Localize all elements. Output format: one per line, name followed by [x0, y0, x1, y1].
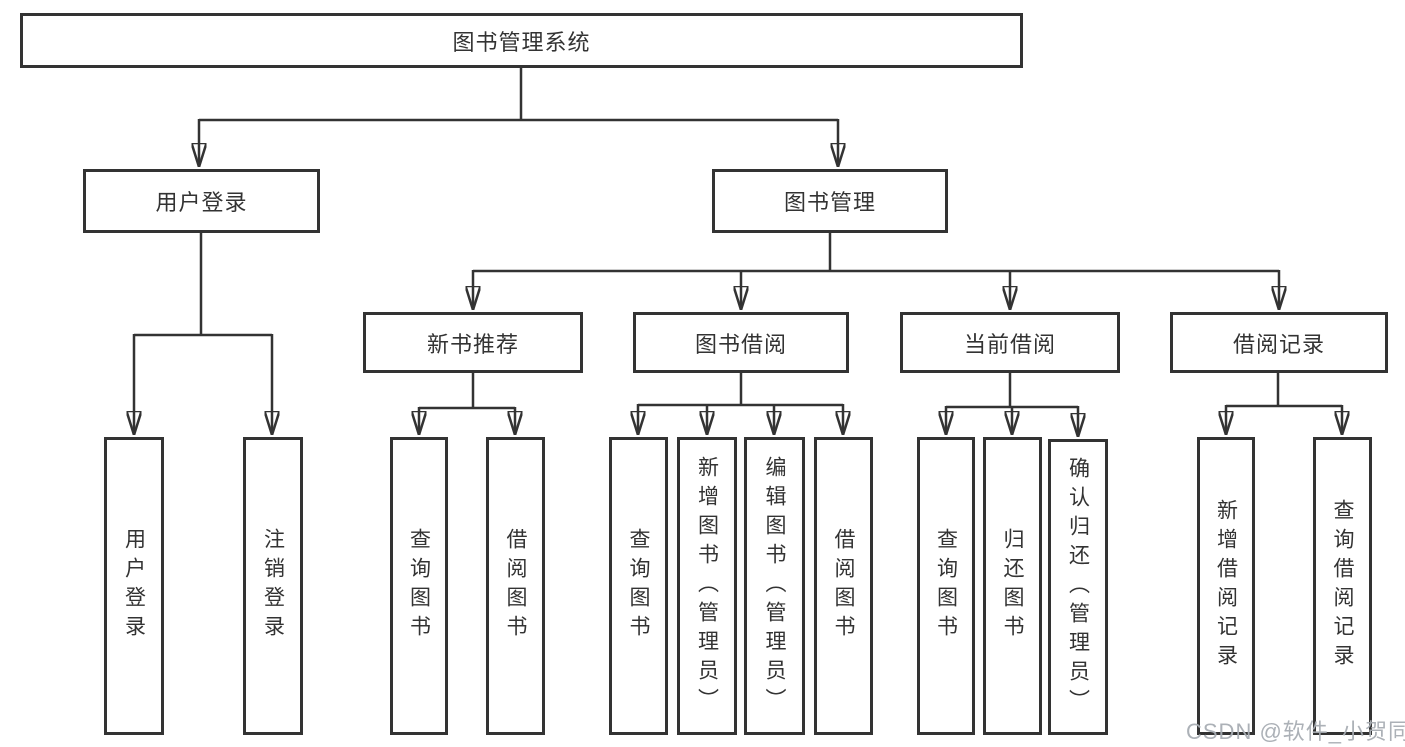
node-user-login-leaf: 用户登录 — [104, 437, 164, 735]
node-book-borrowing: 图书借阅 — [633, 312, 849, 373]
node-query-books-1: 查询图书 — [390, 437, 448, 735]
node-return-books: 归还图书 — [983, 437, 1042, 735]
node-new-book-recommendation: 新书推荐 — [363, 312, 583, 373]
node-borrow-books-2: 借阅图书 — [814, 437, 873, 735]
node-query-books-2: 查询图书 — [609, 437, 668, 735]
node-borrowing-records: 借阅记录 — [1170, 312, 1388, 373]
node-add-books-admin: 新增图书（管理员） — [677, 437, 737, 735]
node-query-borrow-record: 查询借阅记录 — [1313, 437, 1372, 735]
node-logout: 注销登录 — [243, 437, 303, 735]
node-book-management: 图书管理 — [712, 169, 948, 233]
node-confirm-return-admin: 确认归还（管理员） — [1048, 439, 1108, 735]
node-borrow-books-1: 借阅图书 — [486, 437, 545, 735]
node-query-books-3: 查询图书 — [917, 437, 975, 735]
watermark-text: CSDN @软件_小贺同学 — [1186, 719, 1405, 744]
node-edit-books-admin: 编辑图书（管理员） — [744, 437, 805, 735]
node-user-login: 用户登录 — [83, 169, 320, 233]
node-library-management-system: 图书管理系统 — [20, 13, 1023, 68]
node-current-borrowing: 当前借阅 — [900, 312, 1120, 373]
node-add-borrow-record: 新增借阅记录 — [1197, 437, 1255, 735]
